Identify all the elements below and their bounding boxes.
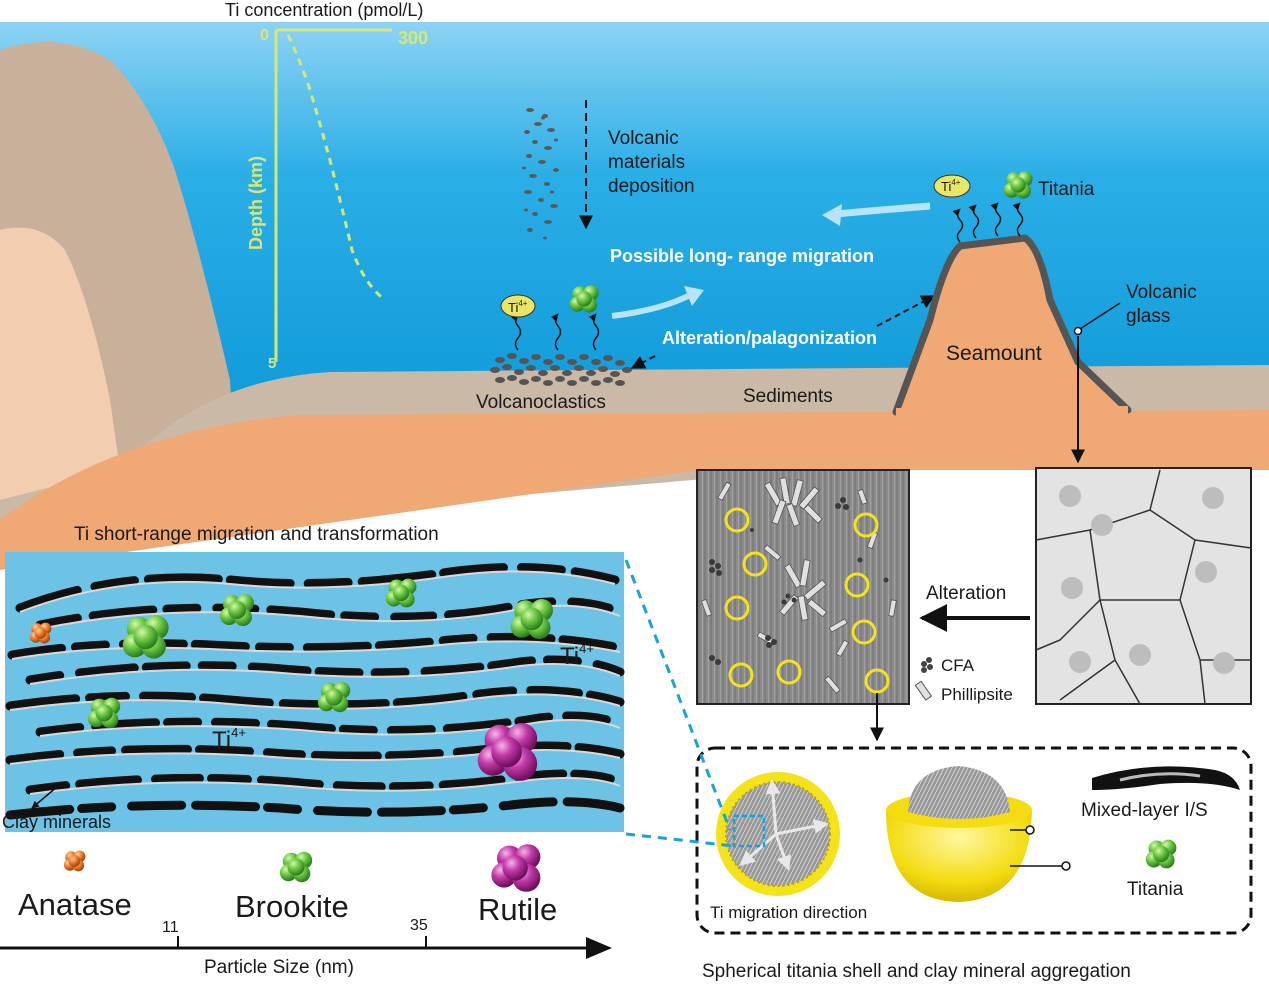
sem-panel — [696, 469, 910, 705]
clay-minerals-label: Clay minerals — [2, 812, 111, 832]
brookite-particle-2 — [220, 594, 254, 626]
size-axis-arrowhead — [586, 937, 612, 959]
legend-titania: Titania — [1127, 879, 1184, 900]
anatase-label: Anatase — [18, 887, 132, 922]
oceanic-crust — [0, 410, 1269, 570]
long-range-arrow-head — [822, 204, 842, 226]
anatase-icon — [63, 850, 86, 872]
brookite-icon — [279, 851, 313, 883]
titania-legend-icon — [1145, 839, 1177, 869]
sediments-label: Sediments — [743, 386, 833, 407]
seamount-label: Seamount — [946, 342, 1042, 365]
short-range-panel: Ti4+ Ti4+ Clay minerals — [2, 552, 625, 832]
tick-35-label: 35 — [410, 917, 428, 934]
conc-max-label: 300 — [398, 28, 428, 48]
falling-particles — [522, 108, 559, 240]
ti4-panel-label-left: Ti4+ — [212, 725, 246, 754]
seamount-base-mask — [895, 406, 1129, 416]
volcanoclastics-pile — [490, 353, 632, 386]
ti-release-left: Ti4+ — [500, 285, 600, 351]
legend-phillipsite: Phillipsite — [941, 685, 1013, 704]
size-axis-label: Particle Size (nm) — [204, 957, 354, 978]
seamount — [892, 234, 1132, 416]
shell-panel: Ti migration direction Mixed-layer I/S T… — [695, 746, 1253, 935]
sem-legend: CFA Phillipsite — [914, 656, 1013, 704]
rutile-icon — [491, 844, 541, 892]
clay-pointer — [31, 785, 59, 809]
depth-max-label: 5 — [268, 355, 276, 372]
volcanic-glass-marker — [1073, 326, 1083, 336]
shell-caption: Spherical titania shell and clay mineral… — [702, 961, 1131, 982]
titania-cluster-left — [569, 285, 599, 313]
ti-migration-label: Ti migration direction — [710, 903, 867, 922]
legend-cfa: CFA — [941, 656, 975, 675]
brookite-particle-1 — [122, 615, 169, 659]
shell-zoom-box — [732, 814, 766, 848]
short-range-title: Ti short-range migration and transformat… — [74, 524, 439, 545]
brookite-label: Brookite — [235, 889, 349, 924]
ti-profile: Ti concentration (pmol/L) 0 300 5 Depth … — [225, 0, 428, 372]
migration-arrow-shaft — [611, 293, 690, 319]
migration-arrow-head — [684, 286, 704, 306]
ti4-bubble-left — [500, 294, 536, 318]
alteration-arrow-left — [630, 355, 656, 369]
ti4-bubble-seamount — [933, 174, 971, 198]
ti4-panel-label-right: Ti4+ — [560, 641, 594, 670]
alteration-arrow-right — [876, 295, 936, 327]
deposition-label: Volcanic materials deposition — [608, 128, 695, 197]
volcanic-glass-label: Volcanic glass — [1126, 282, 1202, 327]
hemisphere-shell — [886, 810, 1032, 902]
zoom-connector-bottom — [625, 832, 735, 848]
clay-aggregate-core — [908, 766, 1010, 819]
ti4-bubble-seamount-label: Ti4+ — [941, 178, 961, 194]
titania-cluster-seamount — [1003, 171, 1033, 199]
legend-mixed-layer: Mixed-layer I/S — [1081, 800, 1208, 821]
tick-11-label: 11 — [162, 919, 179, 936]
mixed-layer-icon — [1092, 766, 1240, 790]
ocean-scene: Ti concentration (pmol/L) 0 300 5 Depth … — [0, 0, 1269, 570]
alteration-palagonization-label: Alteration/palagonization — [662, 328, 877, 348]
volcanoclastics-label: Volcanoclastics — [476, 392, 606, 413]
volcanic-glass-panel — [1035, 467, 1252, 705]
titania-label-seamount: Titania — [1038, 179, 1095, 200]
ti-concentration-curve — [286, 34, 386, 302]
zoom-connector-top — [624, 559, 732, 831]
brookite-particle-6 — [317, 681, 351, 713]
brookite-particle-3 — [385, 578, 417, 608]
alteration-label: Alteration — [926, 583, 1006, 604]
particle-size-axis: Anatase Brookite Rutile 11 35 Particle S… — [0, 844, 612, 978]
ti-release-seamount: Ti4+ Titania — [933, 171, 1095, 243]
ti4-bubble-left-label: Ti4+ — [508, 299, 528, 315]
conc-min-label: 0 — [260, 27, 269, 44]
phillipsite-swatch — [914, 680, 933, 701]
long-range-label: Possible long- range migration — [610, 246, 874, 266]
continental-core — [0, 227, 120, 500]
ti-profile-title: Ti concentration (pmol/L) — [225, 0, 423, 20]
brookite-particle-5 — [87, 697, 121, 729]
brookite-particle-4 — [510, 599, 553, 639]
depth-axis-label: Depth (km) — [246, 156, 266, 250]
volcanic-glass-leader — [1079, 302, 1121, 330]
rutile-label: Rutile — [478, 892, 557, 927]
anatase-particle-panel — [29, 622, 52, 644]
long-range-arrow-shaft — [835, 202, 931, 218]
